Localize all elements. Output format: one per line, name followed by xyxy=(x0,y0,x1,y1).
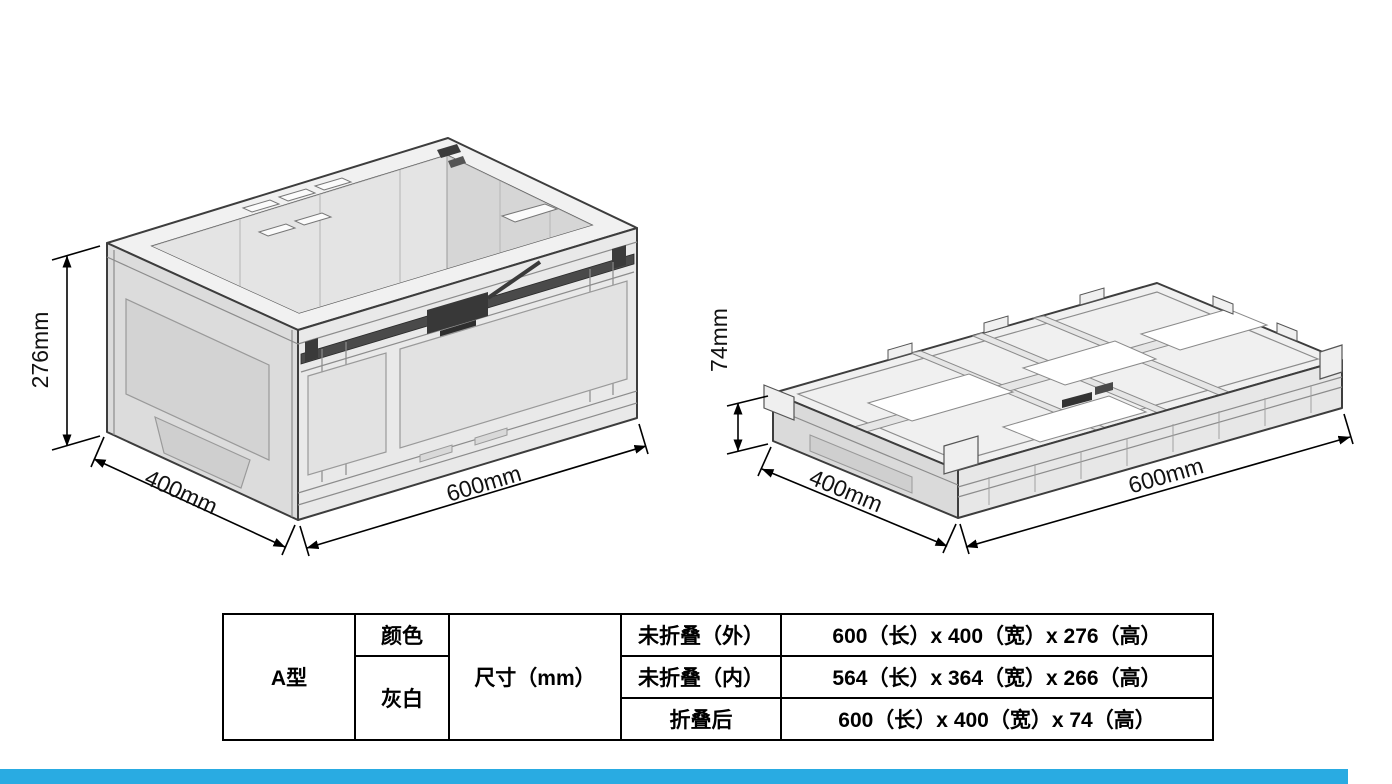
row-label-folded: 折叠后 xyxy=(620,697,782,741)
folded-latch-mechanism xyxy=(1062,392,1092,408)
bottom-accent-bar xyxy=(0,769,1348,784)
row-label-unfolded-outer: 未折叠（外） xyxy=(620,613,782,657)
folded-height-dimension: 74mm xyxy=(706,308,769,455)
row-value-unfolded-inner: 564（长）x 364（宽）x 266（高） xyxy=(780,655,1214,699)
unfolded-crate xyxy=(106,137,638,521)
latch-mechanism xyxy=(427,292,488,334)
row-value-unfolded-outer: 600（长）x 400（宽）x 276（高） xyxy=(780,613,1214,657)
row-value-folded: 600（长）x 400（宽）x 74（高） xyxy=(780,697,1214,741)
folded-height-label: 74mm xyxy=(706,308,732,372)
spec-table: A型 颜色 尺寸（mm） 未折叠（外） 600（长）x 400（宽）x 276（… xyxy=(222,613,1214,741)
model-cell: A型 xyxy=(222,613,356,741)
color-header-cell: 颜色 xyxy=(354,613,450,657)
unfolded-height-dimension: 276mm xyxy=(27,245,101,451)
color-value-cell: 灰白 xyxy=(354,655,450,741)
corner-clip xyxy=(437,144,461,158)
top-vent-slots xyxy=(241,177,559,237)
spec-table-container: A型 颜色 尺寸（mm） 未折叠（外） 600（长）x 400（宽）x 276（… xyxy=(222,613,1214,741)
dimension-header-cell: 尺寸（mm） xyxy=(448,613,622,741)
row-label-unfolded-inner: 未折叠（内） xyxy=(620,655,782,699)
unfolded-height-label: 276mm xyxy=(27,312,53,389)
product-drawing: 276mm 400mm 600mm xyxy=(27,137,1354,557)
